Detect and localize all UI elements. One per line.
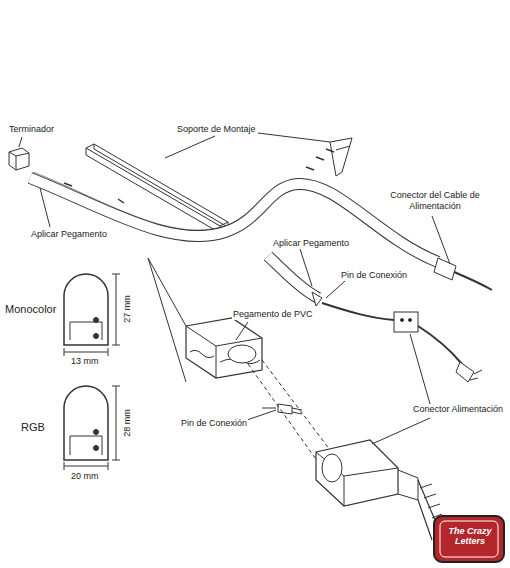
dimension-label: 27 mm [122, 294, 133, 324]
part-label: Pin de Conexión [180, 418, 248, 429]
dimension-label: 28 mm [122, 408, 133, 438]
neon-strip [30, 178, 438, 262]
part-label: Conector Alimentación [412, 404, 504, 415]
cable-connector [434, 258, 456, 280]
part-label: Soporte de Montaje [176, 124, 257, 135]
strip-cutaway [186, 318, 262, 378]
terminator-cap [9, 148, 29, 170]
end-bracket [330, 138, 352, 176]
part-label: Aplicar Pegamento [30, 229, 108, 240]
dimension-label: 20 mm [70, 471, 100, 482]
part-label: Pegamento de PVC [232, 309, 314, 320]
connection-pin [278, 404, 292, 414]
part-label: Conector del Cable de Alimentación [380, 190, 490, 212]
power-box [394, 312, 418, 332]
part-label: Terminador [8, 124, 55, 135]
plug [456, 362, 474, 382]
profile-rgb [64, 386, 120, 470]
part-label: RGB [20, 421, 46, 434]
part-label: Monocolor [4, 303, 57, 316]
logo-badge [434, 516, 504, 562]
watermark: The Crazy Letters [442, 526, 498, 546]
part-label: Aplicar Pegamento [272, 238, 350, 249]
screws [64, 149, 334, 233]
profile-monocolor [64, 274, 120, 356]
dimension-label: 13 mm [70, 356, 100, 367]
power-connector [316, 440, 442, 540]
part-label: Pin de Conexión [340, 270, 408, 281]
mounting-bracket [86, 144, 228, 233]
